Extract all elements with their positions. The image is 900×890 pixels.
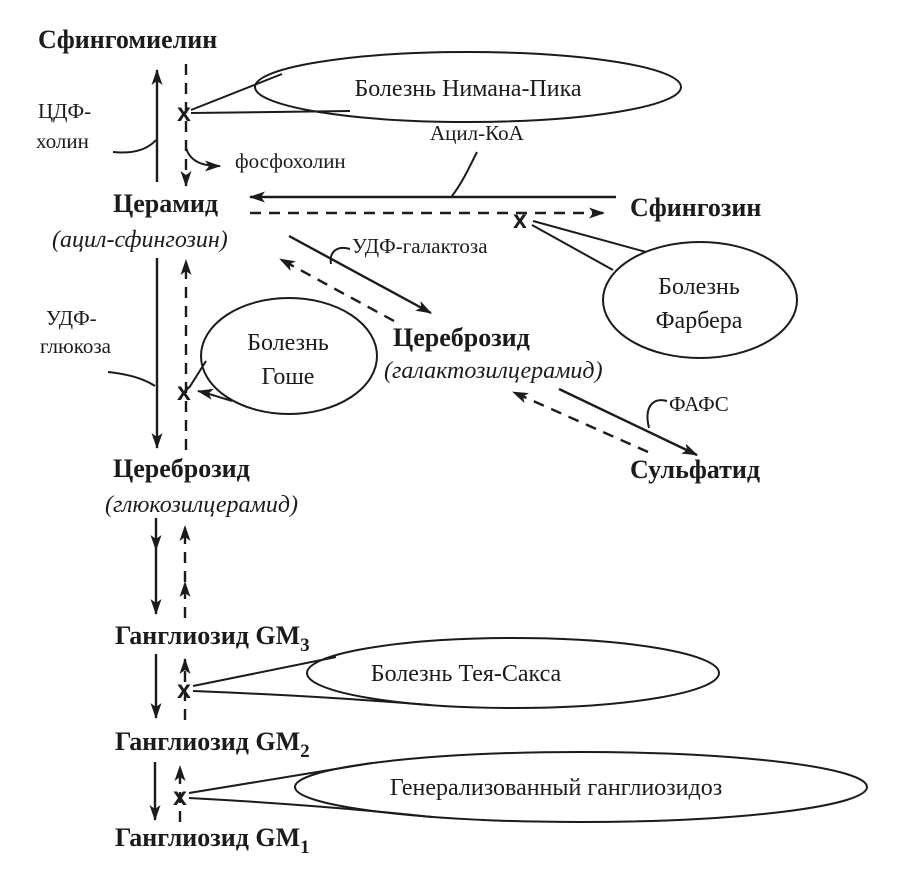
- block-mark-glucocerebrosidase: х: [177, 378, 191, 406]
- label-cdp-choline-line1: ЦДФ-: [38, 99, 91, 123]
- bubble-niemann-pick-tail-lower: [190, 110, 351, 114]
- bubble-niemann-pick-tail-upper: [190, 73, 283, 111]
- bubble-gaucher-tail-lower: [197, 388, 233, 402]
- disease-farber-line2: Фарбера: [656, 308, 743, 334]
- label-udp-galactose: УДФ-галактоза: [352, 234, 488, 258]
- label-udp-glucose-line2: глюкоза: [40, 334, 112, 358]
- block-mark-hexosaminidase: х: [177, 676, 191, 704]
- disease-generalized-gangliosidosis: Генерализованный ганглиозидоз: [390, 775, 722, 801]
- node-ganglioside-gm3-label: Ганглиозид GM: [115, 621, 300, 650]
- bubble-gaucher-tail-upper: [188, 360, 207, 389]
- disease-farber-line1: Болезнь: [658, 274, 740, 300]
- label-phosphocholine: фосфохолин: [235, 149, 346, 173]
- arrow-ceramide-to-galactocerebroside: [288, 234, 432, 315]
- block-mark-sphingomyelinase: х: [177, 99, 191, 127]
- node-sulfatide: Сульфатид: [630, 455, 760, 484]
- bubble-gaucher: [200, 297, 378, 415]
- node-ganglioside-gm1-subscript: 1: [300, 837, 310, 858]
- node-ceramide: Церамид: [113, 189, 218, 218]
- node-ganglioside-gm2-subscript: 2: [300, 741, 310, 762]
- disease-tay-sachs: Болезнь Тея-Сакса: [371, 661, 562, 687]
- bubble-tay-sachs-tail-lower: [192, 690, 431, 706]
- node-ganglioside-gm1-label: Ганглиозид GM: [115, 823, 300, 852]
- node-sphingosine: Сфингозин: [630, 193, 761, 222]
- bubble-farber: [602, 241, 798, 359]
- arrow-galactocerebroside-to-sulfatide: [558, 387, 698, 457]
- node-galactocerebroside: Цереброзид: [393, 323, 530, 352]
- node-galactocerebroside-alt: (галактозилцерамид): [384, 358, 603, 384]
- curve-paps: [646, 399, 668, 429]
- label-paps: ФАФС: [669, 392, 729, 416]
- disease-niemann-pick: Болезнь Нимана-Пика: [354, 76, 581, 102]
- bubble-niemann-pick: [254, 51, 682, 123]
- bubble-generalized-gangliosidosis: [294, 751, 868, 823]
- label-acyl-coa: Ацил-КоА: [430, 121, 525, 145]
- node-sphingomyelin: Сфингомиелин: [38, 25, 217, 54]
- node-ganglioside-gm2-label: Ганглиозид GM: [115, 727, 300, 756]
- curve-phosphocholine: [185, 147, 221, 172]
- disease-gaucher-line2: Гоше: [262, 364, 315, 390]
- node-ganglioside-gm3: Ганглиозид GM3: [115, 621, 310, 656]
- disease-gaucher-line1: Болезнь: [247, 330, 329, 356]
- curve-acyl-coa: [451, 151, 478, 197]
- curve-udp-glucose: [107, 371, 156, 387]
- node-glucocerebroside: Цереброзид: [113, 454, 250, 483]
- curve-udp-galactose: [329, 246, 351, 265]
- bubble-tay-sachs: [306, 637, 720, 709]
- bubble-farber-tail-upper: [532, 220, 647, 253]
- block-mark-beta-galactosidase: х: [173, 783, 187, 811]
- label-cdp-choline-line2: холин: [36, 129, 89, 153]
- node-ganglioside-gm1: Ганглиозид GM1: [115, 823, 310, 858]
- label-udp-glucose-line1: УДФ-: [46, 306, 97, 330]
- bubble-farber-tail-lower: [531, 224, 614, 271]
- bubble-tay-sachs-tail-upper: [192, 656, 337, 687]
- arrow-dashed-sulfatide-to-galactocerebroside: [512, 390, 649, 454]
- block-mark-ceramidase: х: [513, 206, 527, 234]
- bubble-generalized-tail-upper: [188, 762, 373, 794]
- node-ceramide-alt: (ацил-сфингозин): [52, 227, 228, 253]
- node-glucocerebroside-alt: (глюкозилцерамид): [105, 492, 298, 518]
- curve-cdp-choline: [112, 139, 157, 154]
- arrow-dashed-galactocerebroside-to-ceramide: [279, 257, 395, 323]
- node-ganglioside-gm3-subscript: 3: [300, 635, 310, 656]
- bubble-generalized-tail-lower: [188, 797, 433, 818]
- node-ganglioside-gm2: Ганглиозид GM2: [115, 727, 310, 762]
